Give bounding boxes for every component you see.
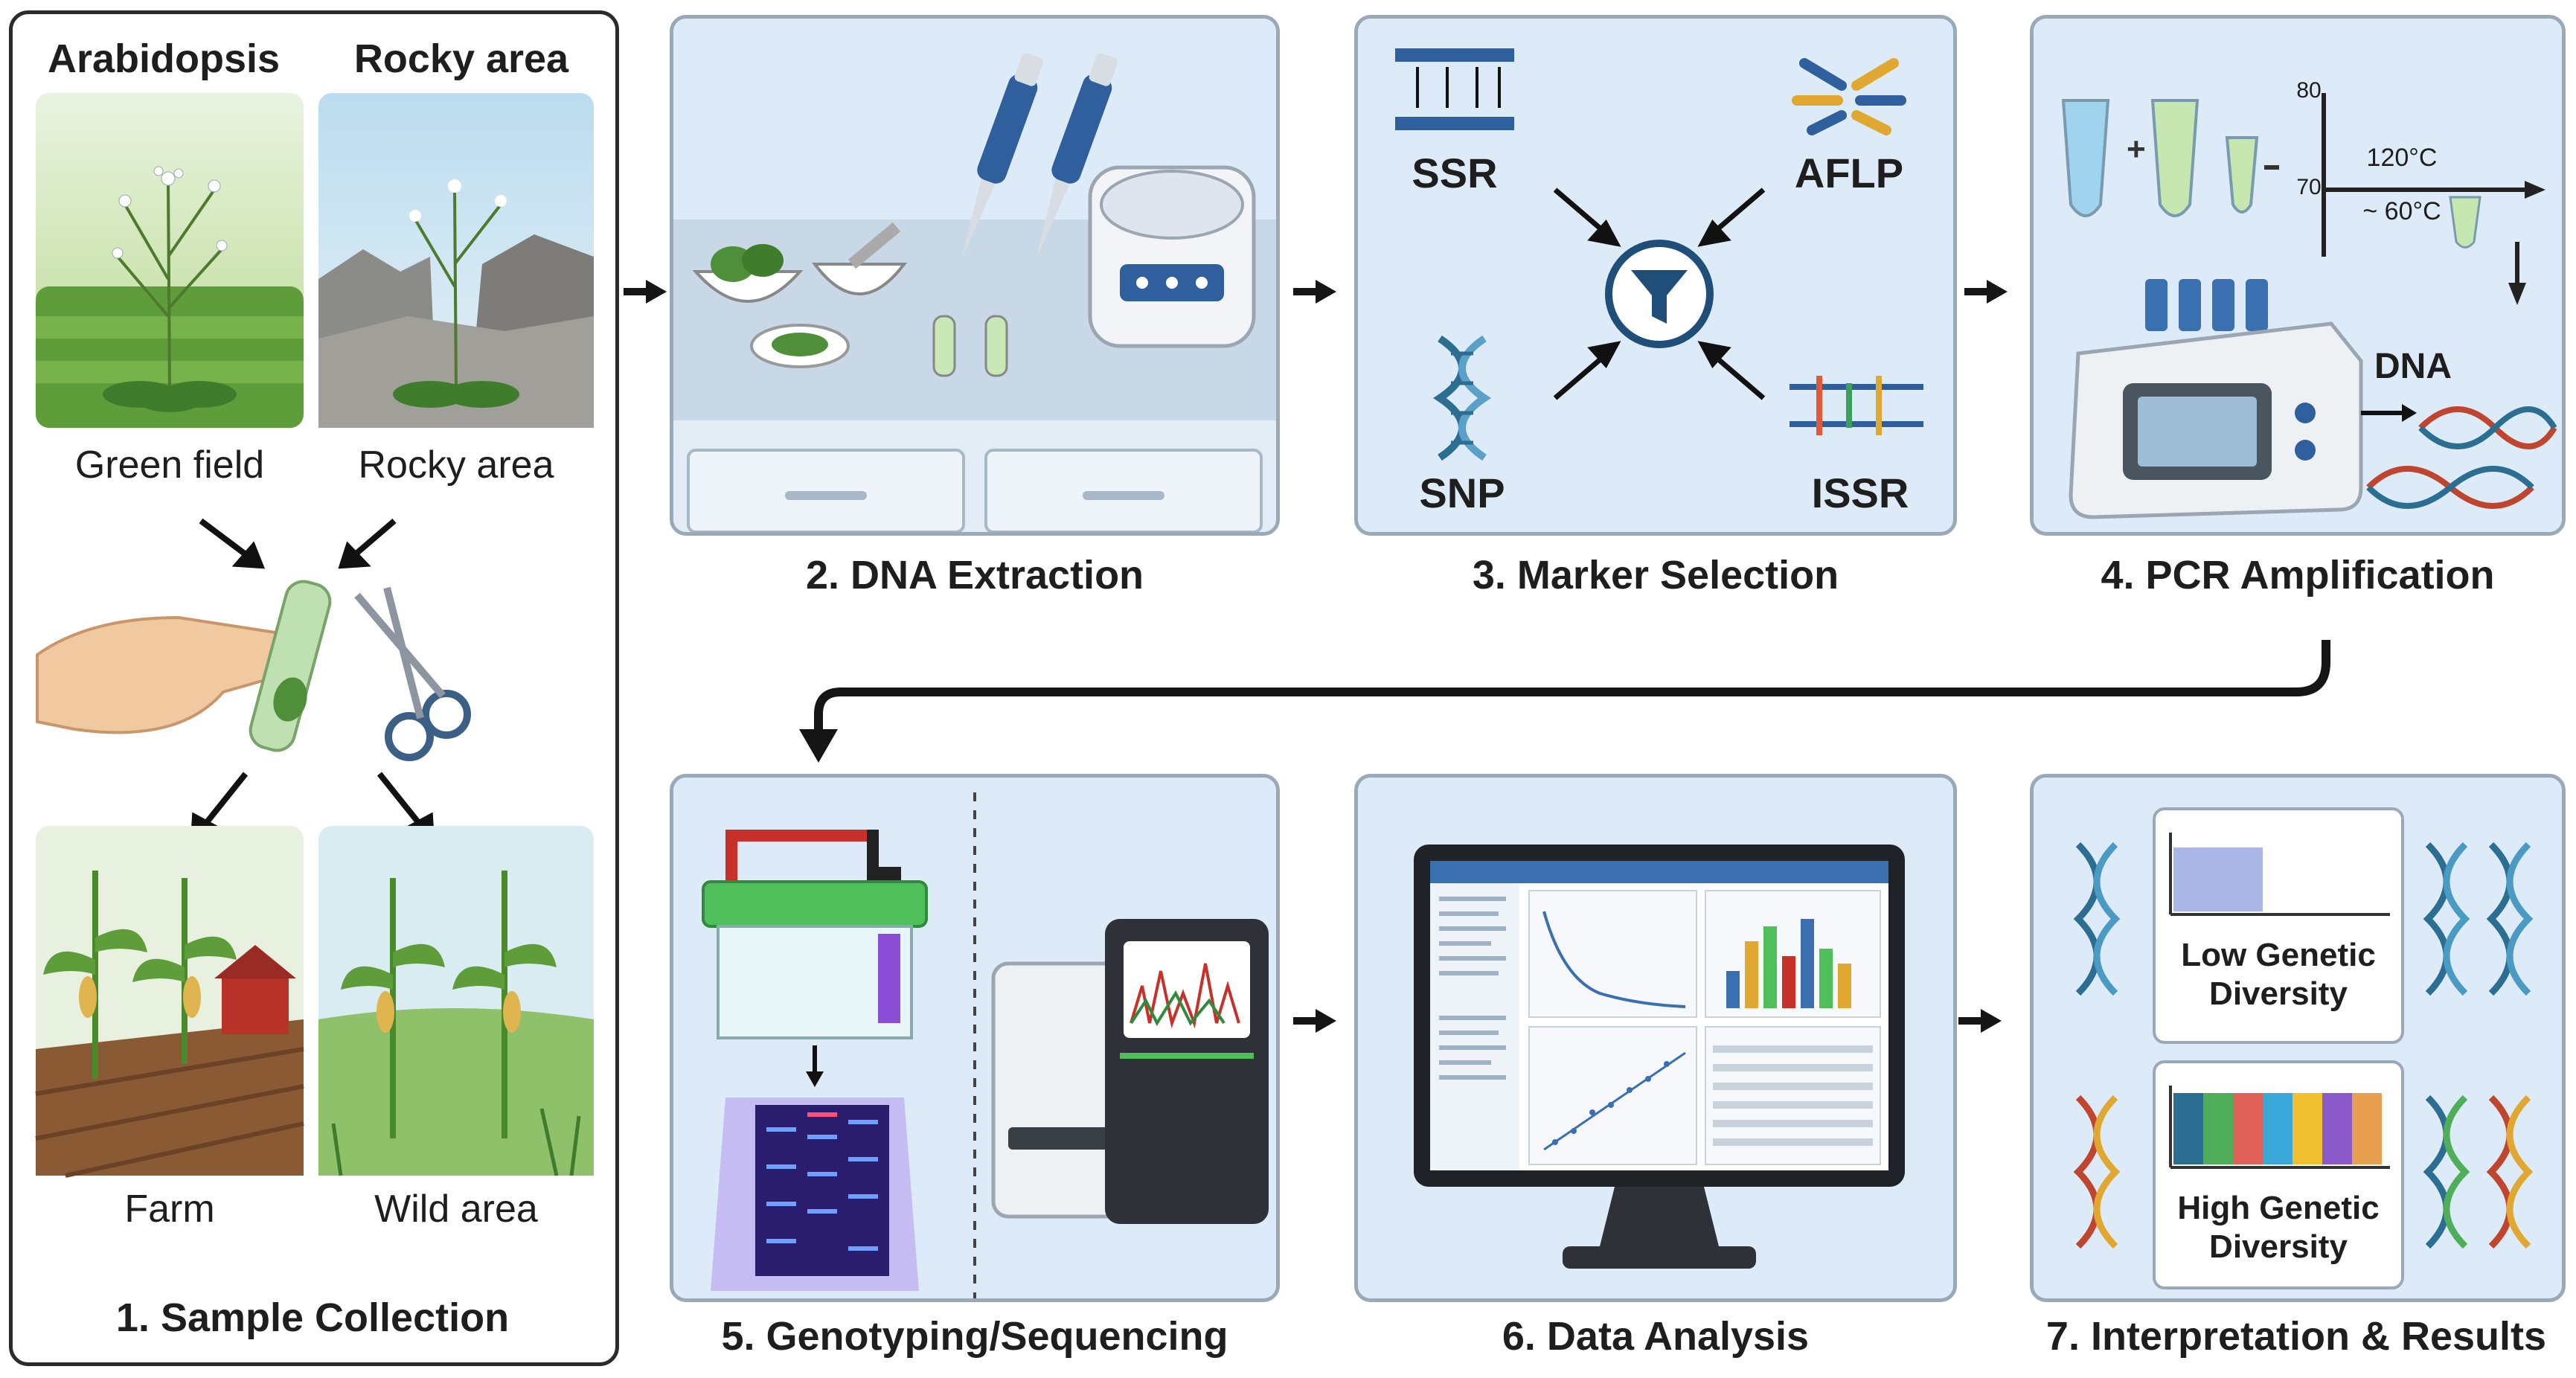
svg-text:+: + (2127, 131, 2146, 167)
high-diversity-card: High Genetic Diversity (2153, 1060, 2404, 1289)
filter-selection-icon (1553, 188, 1766, 400)
dna-icon-blue-right (2423, 842, 2534, 996)
aflp-icon (1792, 58, 1906, 135)
rocky-area-image (318, 93, 594, 428)
ssr-icon (1395, 48, 1514, 130)
low-diversity-line2: Diversity (2209, 975, 2348, 1012)
genotyping-panel (670, 774, 1280, 1302)
dna-icon-multicolor-right (2423, 1095, 2534, 1249)
gel-electrophoresis-illustration (702, 830, 928, 1291)
high-diversity-line2: Diversity (2209, 1228, 2348, 1265)
arrow-5-to-6 (1293, 1009, 1336, 1033)
green-field-image (36, 93, 304, 428)
data-analysis-panel (1354, 774, 1957, 1302)
arrow-2-to-3 (1293, 280, 1336, 304)
marker-ssr-label: SSR (1412, 150, 1498, 196)
arrow-4-to-5 (799, 640, 2330, 763)
thermal-cycler-illustration (2069, 279, 2363, 519)
dna-icon-blue-left (2073, 842, 2121, 996)
pcr-dna-label: DNA (2374, 347, 2452, 386)
step4-label: 4. PCR Amplification (2101, 553, 2495, 597)
pcr-axis-high: 80 (2296, 78, 2322, 103)
computer-monitor-illustration (1414, 845, 1905, 1269)
dna-icon-multicolor-left (2073, 1095, 2121, 1249)
pcr-tubes-illustration: + (2061, 99, 2279, 217)
wild-area-image (318, 826, 594, 1176)
step2-label: 2. DNA Extraction (805, 553, 1144, 597)
dna-extraction-panel (670, 15, 1280, 536)
step6-label: 6. Data Analysis (1502, 1314, 1810, 1359)
lab-bench-illustration (673, 53, 1276, 532)
step7-label: 7. Interpretation & Results (2045, 1314, 2547, 1359)
arrow-6-to-7 (1958, 1009, 2002, 1033)
snp-icon (1432, 335, 1492, 461)
pcr-temp-high: 120°C (2366, 144, 2438, 172)
rocky-area-caption: Rocky area (358, 443, 554, 487)
rocky-area-header: Rocky area (353, 36, 569, 81)
low-diversity-card: Low Genetic Diversity (2153, 807, 2404, 1044)
pcr-cycle-chart (2322, 93, 2545, 305)
wild-area-caption: Wild area (374, 1188, 538, 1231)
farm-caption: Farm (124, 1188, 215, 1231)
results-panel: Low Genetic Diversity High Genetic Diver… (2030, 774, 2566, 1302)
arabidopsis-header: Arabidopsis (47, 36, 281, 81)
green-field-caption: Green field (74, 443, 265, 487)
arrow-1-to-2 (624, 280, 667, 304)
pcr-temp-low: ~ 60°C (2362, 197, 2441, 225)
sequencer-illustration (991, 919, 1269, 1224)
farm-image (35, 826, 304, 1178)
step5-label: 5. Genotyping/Sequencing (721, 1314, 1228, 1359)
marker-issr-label: ISSR (1811, 470, 1909, 516)
marker-snp-label: SNP (1419, 470, 1505, 516)
low-diversity-bar (2169, 833, 2390, 916)
divider-dashed (973, 792, 976, 1298)
marker-aflp-label: AFLP (1794, 150, 1904, 196)
low-diversity-line1: Low Genetic (2181, 937, 2376, 973)
dna-product-icon (2361, 404, 2557, 509)
hand-sampling-illustration (36, 518, 471, 761)
arrow-3-to-4 (1964, 280, 2008, 304)
pcr-amplification-panel: + 80 70 120°C ~ 60°C DNA (2030, 15, 2566, 536)
step3-label: 3. Marker Selection (1472, 553, 1839, 597)
pcr-axis-low: 70 (2296, 175, 2322, 199)
issr-icon (1790, 376, 1923, 435)
high-diversity-bars (2169, 1086, 2390, 1169)
high-diversity-line1: High Genetic (2177, 1190, 2380, 1226)
marker-selection-panel: SSR AFLP SNP ISSR (1354, 15, 1957, 536)
step1-label: 1. Sample Collection (115, 1295, 510, 1340)
